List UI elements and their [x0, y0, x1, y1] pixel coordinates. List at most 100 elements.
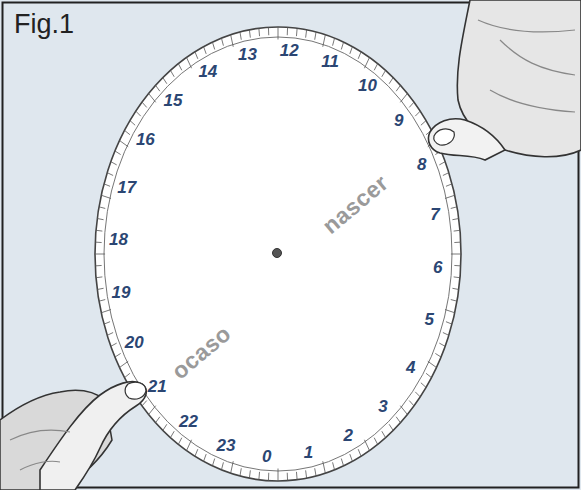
tick [125, 373, 130, 377]
tick [350, 454, 353, 461]
tick [396, 85, 400, 91]
tick [451, 254, 461, 255]
tick [204, 454, 207, 461]
hour-number: 6 [433, 258, 442, 278]
tick [212, 42, 214, 49]
tick [341, 42, 343, 49]
tick [240, 32, 241, 40]
right-thumb [428, 119, 505, 160]
hour-number: 14 [198, 62, 217, 82]
tick [315, 468, 316, 476]
tick [104, 322, 110, 324]
tick [170, 431, 174, 437]
tick [341, 459, 343, 466]
tick [142, 102, 147, 107]
tick [358, 449, 361, 456]
tick [107, 173, 113, 176]
tick [454, 265, 460, 266]
tick [400, 406, 407, 415]
figure-title: Fig.1 [14, 9, 74, 40]
tick [445, 310, 455, 313]
hour-number: 22 [179, 412, 198, 432]
tick [439, 162, 445, 165]
tick-ring [104, 37, 452, 471]
hour-number: 11 [321, 52, 339, 72]
tick [104, 184, 110, 186]
tick [306, 30, 307, 38]
tick [97, 218, 103, 219]
tick [435, 353, 441, 357]
hour-number: 1 [304, 443, 313, 463]
hour-number: 12 [280, 41, 299, 61]
tick [101, 195, 111, 198]
tick [231, 35, 234, 47]
tick [170, 70, 174, 76]
hour-number: 23 [216, 436, 235, 456]
tick [415, 392, 420, 397]
tick [204, 47, 207, 54]
tick-marks [95, 27, 461, 481]
tick [115, 151, 121, 155]
tick [287, 27, 288, 35]
tick [136, 111, 141, 116]
tick [163, 78, 167, 84]
tick [231, 461, 234, 473]
tick [249, 30, 250, 38]
left-thumbnail [125, 382, 146, 399]
tick [95, 242, 101, 243]
tick [400, 93, 407, 102]
tick [426, 373, 431, 377]
hour-number: 19 [111, 283, 130, 303]
tick [163, 424, 167, 430]
tick [443, 173, 449, 176]
hour-number: 18 [109, 230, 128, 250]
tick [96, 230, 102, 232]
tick [99, 300, 105, 302]
tick [323, 35, 326, 47]
tick [306, 470, 307, 478]
hour-number: 21 [148, 377, 167, 397]
tick [451, 207, 457, 209]
tick [156, 85, 160, 91]
right-hand-shading [478, 20, 575, 112]
tick [451, 300, 457, 302]
hour-number: 9 [394, 111, 403, 131]
tick [111, 343, 117, 346]
tick [268, 473, 269, 481]
tick [268, 27, 269, 35]
hour-number: 13 [238, 45, 257, 65]
hour-number: 4 [406, 358, 415, 378]
tick [187, 440, 192, 451]
center-pin [273, 249, 282, 258]
tick [421, 383, 426, 388]
tick [446, 184, 452, 186]
tick [333, 462, 335, 470]
hour-number: 2 [343, 426, 352, 446]
hour-number: 7 [430, 205, 439, 225]
hour-number: 8 [417, 155, 426, 175]
tick [409, 102, 414, 107]
tick [454, 276, 460, 278]
tick [389, 424, 393, 430]
dial-disc [95, 27, 461, 481]
dial-word: ocaso [166, 319, 236, 384]
tick [178, 438, 181, 445]
tick [454, 242, 460, 243]
tick [258, 28, 260, 36]
tick [454, 230, 460, 232]
tick [396, 417, 400, 423]
tick [445, 195, 455, 198]
tick [382, 70, 386, 76]
tick [364, 57, 369, 68]
tick [96, 276, 102, 278]
tick [323, 461, 326, 473]
tick [428, 361, 437, 367]
tick [258, 472, 260, 480]
tick [374, 438, 377, 445]
tick [156, 417, 160, 423]
tick [115, 353, 121, 357]
tick [195, 52, 198, 59]
hour-number: 16 [136, 130, 155, 150]
hour-number: 17 [117, 178, 136, 198]
